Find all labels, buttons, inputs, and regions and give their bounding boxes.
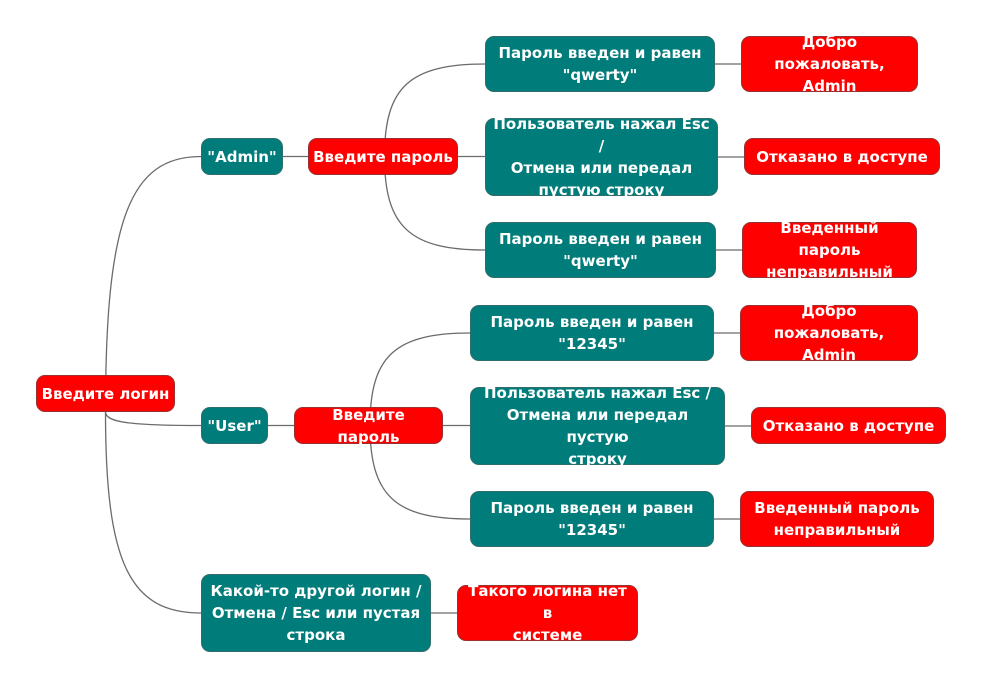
edge-admin-cond-1	[383, 63, 486, 157]
node-user-res-2: Отказано в доступе	[751, 407, 946, 444]
node-admin-res-3: Введенный пароль неправильный	[742, 219, 917, 281]
node-user: "User"	[201, 407, 268, 444]
node-admin-cond-1: Пароль введен и равен "qwerty"	[485, 36, 715, 92]
edge-user-cond-3	[369, 425, 471, 520]
node-admin-res-2: Отказано в доступе	[744, 138, 940, 175]
node-user-res-1: Добро пожаловать, Admin	[740, 302, 918, 364]
node-admin-res-1: Добро пожаловать, Admin	[741, 33, 918, 95]
node-admin-prompt: Введите пароль	[308, 138, 458, 175]
node-other: Какой-то другой логин / Отмена / Esc или…	[201, 574, 431, 652]
node-user-cond-2: Пользователь нажал Esc / Отмена или пере…	[470, 384, 725, 468]
node-user-cond-3: Пароль введен и равен "12345"	[470, 491, 714, 547]
node-admin-cond-3: Пароль введен и равен "qwerty"	[485, 222, 716, 278]
edge-root-admin	[104, 155, 202, 413]
node-other-res: Такого логина нет в системе	[457, 582, 638, 644]
node-admin: "Admin"	[201, 138, 283, 175]
node-user-cond-1: Пароль введен и равен "12345"	[470, 305, 714, 361]
node-user-res-3: Введенный пароль неправильный	[740, 491, 934, 547]
node-user-prompt: Введите пароль	[294, 406, 443, 446]
node-root: Введите логин	[36, 375, 175, 412]
edge-root-user	[104, 411, 202, 427]
edge-user-cond-1	[369, 332, 471, 426]
node-admin-cond-2: Пользователь нажал Esc / Отмена или пере…	[485, 115, 718, 199]
edge-admin-cond-3	[383, 156, 486, 251]
edge-root-other	[104, 411, 202, 614]
